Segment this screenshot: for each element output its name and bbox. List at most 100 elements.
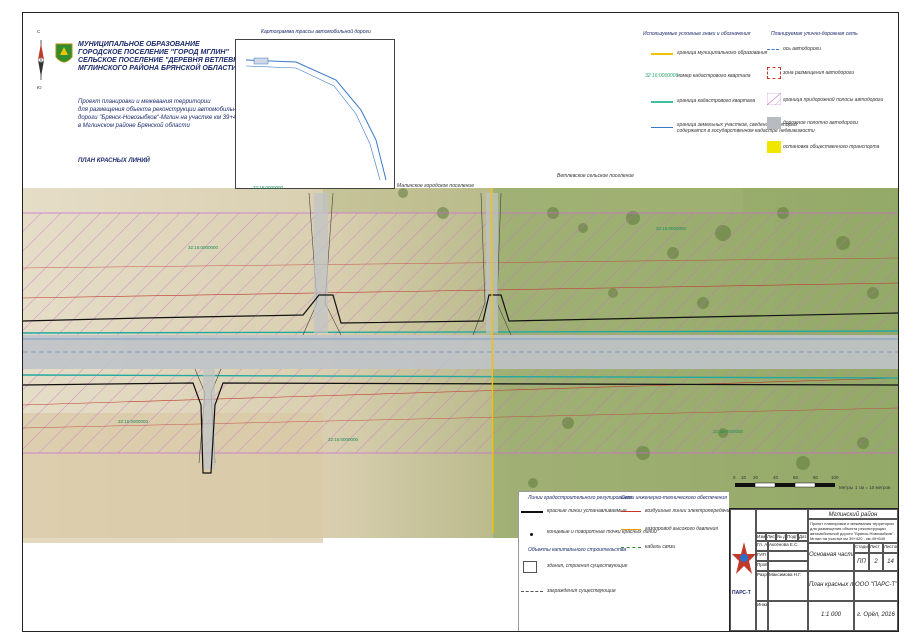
role-4: Подпись: [786, 533, 798, 541]
header-area: [23, 13, 898, 188]
company-logo-icon: [732, 542, 755, 574]
legend3-swatch-red-1: [521, 511, 543, 513]
scale-tick-20: 20: [753, 475, 759, 480]
legend3-title-cap: Объекты капитального строительства: [528, 547, 627, 553]
legend2-label-3: граница придорожной полосы автодороги: [783, 97, 884, 103]
legend1-label-2: номер кадастрового квартала: [677, 73, 751, 79]
company-name: ПАРС-Т: [732, 590, 751, 596]
logo-cell: ПАРС-Т: [730, 509, 756, 631]
kv-code-5: 32:16:0000000: [713, 429, 744, 434]
name-2: [768, 551, 808, 561]
project-line-3: дороги "Брянск-Новозыбков"-Мглин на учас…: [78, 115, 277, 121]
city-value: г. Орёл, 2016: [854, 601, 898, 631]
project-line-4: в Мглинском районе Брянской области: [78, 123, 190, 129]
kv-code-3: 32:16:0000000: [118, 419, 149, 424]
org-line-2: ГОРОДСКОЕ ПОСЕЛЕНИЕ "ГОРОД МГЛИН": [78, 49, 229, 56]
legend3-swatch-cap-2: [521, 591, 543, 592]
legend2-swatch-2: [767, 67, 781, 79]
legend2-label-5: остановка общественного транспорта: [783, 144, 880, 150]
legend3-panel: [518, 491, 729, 631]
legend3-swatch-red-2: [530, 533, 533, 536]
district-cell: Мглинский район: [808, 509, 898, 519]
legend3-swatch-eng-1: [621, 511, 641, 512]
kv-code-6: 32:16:0000000: [253, 185, 284, 190]
legend3-red-1: красные линии устанавливаемые: [547, 508, 627, 514]
legend1-label-3: граница кадастрового квартала: [677, 98, 756, 104]
compass-icon: [38, 40, 44, 80]
legend2-label-4: дорожное полотно автодороги: [783, 120, 858, 126]
name-4: Максимова Н.Г.: [768, 571, 808, 601]
scale-tick-100: 100: [831, 475, 839, 480]
plan-title: ПЛАН КРАСНЫХ ЛИНИЙ: [78, 158, 150, 164]
legend3-cap-1: здания, строения существующие: [547, 563, 628, 569]
project-line-1: Проект планировки и межевания территории: [78, 99, 211, 105]
scale-note: 1 см = 10 метров: [855, 485, 891, 490]
coat-of-arms-icon: [55, 43, 73, 63]
legend3-swatch-eng-2: [621, 529, 641, 530]
legend2-swatch-4: [767, 117, 781, 129]
sheets-value: 14: [883, 553, 898, 571]
scale-tick-80: 80: [813, 475, 819, 480]
scale-unit: Метры: [839, 485, 853, 490]
inset-map: [235, 39, 395, 189]
compass-north: С: [37, 29, 41, 34]
person-1: Гл. Арх.: [756, 541, 768, 551]
part-cell: Основная часть: [808, 543, 854, 571]
legend3-title-eng: Сети инженерно-технического обеспечения: [621, 495, 727, 501]
person-4: Разраб.: [756, 571, 768, 601]
name-5: [768, 601, 808, 631]
scale-tick-10: 10: [741, 475, 747, 480]
legend1-swatch-4: [651, 127, 673, 128]
name-3: [768, 561, 808, 571]
role-5: Дата: [798, 533, 808, 541]
kv-code-2: 32:16:0000000: [656, 226, 687, 231]
inset-title: Картограмма трассы автомобильной дороги: [261, 29, 371, 35]
empty-grid-cell: [756, 509, 808, 533]
settlement-right: Ветлевское сельское поселение: [557, 173, 634, 179]
legend2-swatch-5: [767, 141, 781, 153]
drawing-sheet: С Ю МУНИЦИПАЛЬНОЕ ОБРАЗОВАНИЕ ГОРОДСКОЕ …: [22, 12, 899, 632]
role-2: Лист: [766, 533, 776, 541]
scale-tick-40: 40: [773, 475, 779, 480]
role-3: № док.: [776, 533, 786, 541]
legend2-label-1: ось автодороги: [783, 46, 821, 52]
kv-code-1: 32:16:0000000: [188, 245, 219, 250]
sheet-value: 2: [869, 553, 883, 571]
sheet-name: План красных линий: [808, 571, 854, 601]
org-line-1: МУНИЦИПАЛЬНОЕ ОБРАЗОВАНИЕ: [78, 41, 200, 48]
org-line-3: СЕЛЬСКОЕ ПОСЕЛЕНИЕ "ДЕРЕВНЯ ВЕТЛЕВКА": [78, 57, 246, 64]
legend1-label-4: граница земельных участков, сведения о к…: [677, 122, 815, 134]
kv-code-4: 32:16:0000000: [328, 437, 359, 442]
org-line-4: МГЛИНСКОГО РАЙОНА БРЯНСКОЙ ОБЛАСТИ: [78, 65, 237, 72]
org-value: ООО "ПАРС-Т": [854, 571, 898, 601]
legend1-label-1: граница муниципального образования: [677, 50, 768, 56]
legend2-title: Планируемая улично-дорожная сеть: [771, 31, 858, 37]
legend3-eng-3: кабель связи: [645, 544, 676, 550]
stage-value: ПП: [854, 553, 869, 571]
legend3-swatch-cap-1: [523, 561, 537, 573]
stage-label: Стадия: [854, 543, 869, 553]
title-block: ПАРС-Т Мглинский район Проект планировки…: [729, 508, 898, 631]
scale-value: 1:1 000: [808, 601, 854, 631]
legend2-swatch-3: [767, 93, 781, 105]
legend1-swatch-1: [651, 53, 673, 55]
compass-south: Ю: [37, 85, 42, 90]
scale-tick-60: 60: [793, 475, 799, 480]
person-3: Проверил: [756, 561, 768, 571]
sheet-label: Лист: [869, 543, 883, 553]
legend1-title: Используемые условные знаки и обозначени…: [643, 31, 751, 37]
person-2: ГИП: [756, 551, 768, 561]
legend3-cap-2: заграждения существующие: [547, 588, 616, 594]
legend3-title-red: Линии градостроительного регулирования: [528, 495, 632, 501]
scale-tick-0: 0: [733, 475, 736, 480]
sheets-label: Листов: [883, 543, 898, 553]
legend2-swatch-1: [767, 49, 779, 50]
legend3-red-2: концевые и поворотные точки красных лини…: [547, 529, 657, 535]
role-1: Изм. Кол.уч.: [756, 533, 766, 541]
legend3-eng-1: воздушные линии электропередачи низкого …: [645, 508, 779, 514]
project-line-2: для размещения объекта реконструкции авт…: [78, 107, 243, 113]
legend1-swatch-3: [651, 101, 673, 103]
person-5: Инженер: [756, 601, 768, 631]
name-1: Аксёнова Е.С.: [768, 541, 808, 551]
inset-route: [245, 57, 387, 181]
